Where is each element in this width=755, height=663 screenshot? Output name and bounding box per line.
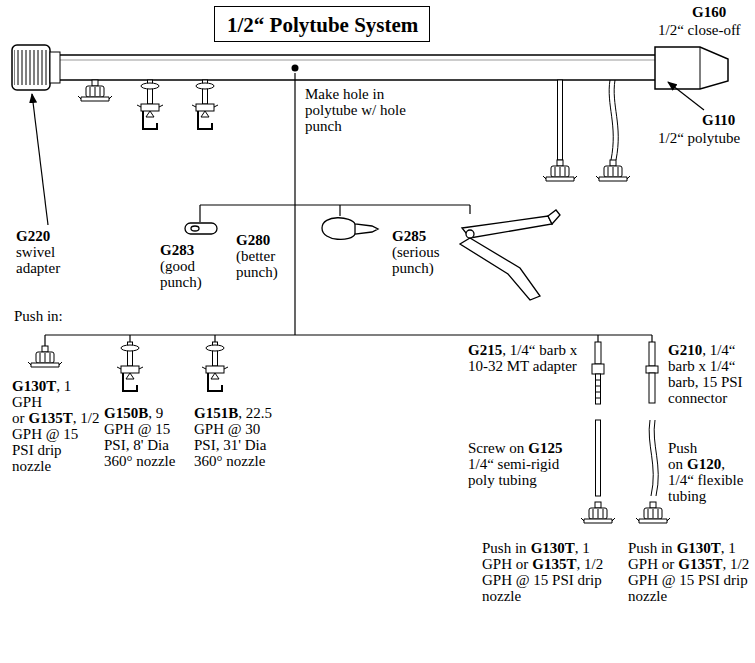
- part-number: G283: [160, 242, 194, 258]
- label-group: G285(serious punch): [392, 228, 456, 276]
- part-number: G125: [528, 440, 562, 456]
- label-group: G130T, 1 GPH orG135T, 1/2 GPH @ 15 PSI d…: [12, 378, 100, 474]
- punches: [185, 210, 560, 300]
- part-label: Push in: [482, 540, 527, 556]
- push-in-parts: [28, 342, 670, 523]
- part-number: G285: [392, 228, 426, 244]
- part-label: Make hole in polytube w/ hole punch: [305, 86, 406, 134]
- label-group: G150B, 9 GPH @ 15 PSI, 8' Dia 360° nozzl…: [104, 405, 190, 469]
- label-group: G210, 1/4“ barb x 1/4“ barb, 15 PSI conn…: [668, 342, 753, 406]
- label-group: Push in:: [14, 308, 94, 324]
- label-group: G151B, 22.5 GPH @ 30 PSI, 31' Dia 360° n…: [194, 405, 284, 469]
- part-number: G130T: [677, 540, 721, 556]
- part-label: swivel adapter: [16, 244, 84, 276]
- part-number: G135T: [532, 556, 576, 572]
- title-text: 1/2“ Polytube System: [227, 13, 418, 38]
- part-label: (better punch): [236, 248, 292, 280]
- label-group: G215, 1/4“ barb x 10-32 MT adapter: [468, 342, 586, 374]
- part-label: (good punch): [160, 258, 214, 290]
- part-number: G120: [687, 456, 721, 472]
- tube-nozzles: [78, 65, 630, 182]
- label-group: G110: [702, 112, 752, 128]
- part-number: G130T: [12, 378, 56, 394]
- part-label: Push in: [628, 540, 673, 556]
- swivel-adapter: [12, 45, 60, 90]
- part-number: G215: [468, 342, 502, 358]
- tree-lines: [45, 73, 652, 346]
- part-number: G135T: [29, 410, 73, 426]
- polytube: [50, 55, 665, 80]
- part-number: G135T: [678, 556, 722, 572]
- label-group: G220swivel adapter: [16, 228, 84, 276]
- part-number: G210: [668, 342, 702, 358]
- part-label: Push in:: [14, 308, 63, 324]
- part-label: 1/2“ close-off: [658, 22, 741, 38]
- label-group: Push onG120, 1/4“ flexible tubing: [668, 440, 753, 504]
- label-group: 1/2“ polytube: [658, 130, 752, 146]
- part-number: G160: [692, 4, 726, 20]
- part-number: G110: [702, 112, 735, 128]
- label-group: Push inG130T, 1 GPH orG135T, 1/2 GPH @ 1…: [628, 540, 750, 604]
- leader-lines: [32, 82, 704, 225]
- label-group: G283(good punch): [160, 242, 214, 290]
- part-number: G151B: [194, 405, 238, 421]
- label-group: Push inG130T, 1 GPH orG135T, 1/2 GPH @ 1…: [482, 540, 604, 604]
- label-group: Screw onG1251/4“ semi-rigid poly tubing: [468, 440, 586, 488]
- label-group: G160: [692, 4, 752, 20]
- label-group: 1/2“ close-off: [658, 22, 752, 38]
- label-group: Make hole in polytube w/ hole punch: [305, 86, 410, 134]
- part-label: (serious punch): [392, 244, 456, 276]
- part-label: 1/4“ semi-rigid poly tubing: [468, 456, 586, 488]
- title-box: 1/2“ Polytube System: [214, 6, 430, 42]
- close-off: [655, 47, 728, 89]
- label-group: G280(better punch): [236, 232, 292, 280]
- part-number: G130T: [531, 540, 575, 556]
- part-label: Screw on: [468, 440, 524, 456]
- part-label: 1/2“ polytube: [658, 130, 740, 146]
- part-number: G220: [16, 228, 50, 244]
- part-number: G150B: [104, 405, 148, 421]
- part-number: G280: [236, 232, 270, 248]
